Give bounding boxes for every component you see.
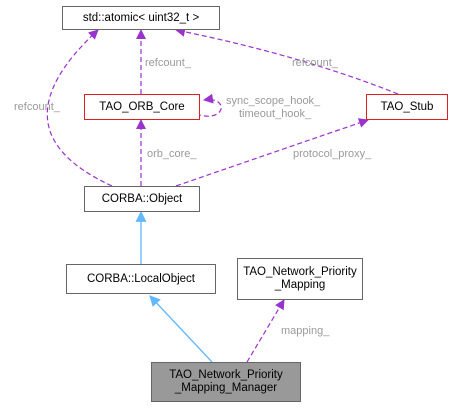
- node-tao-orb-core-label: TAO_ORB_Core: [99, 100, 185, 113]
- node-manager-line1: TAO_Network_Priority: [169, 369, 283, 381]
- node-tao-orb-core[interactable]: TAO_ORB_Core: [84, 94, 200, 120]
- edge-label-mapping: mapping_: [281, 325, 330, 337]
- edge-label-sync-scope-hook: sync_scope_hook_: [226, 95, 321, 107]
- node-corba-localobject-label: CORBA::LocalObject: [86, 272, 195, 285]
- edge-mapping: [246, 299, 285, 363]
- edge-label-refcount-object: refcount_: [14, 101, 60, 113]
- edge-protocol-proxy: [175, 118, 369, 187]
- edge-label-timeout-hook: timeout_hook_: [239, 108, 312, 120]
- edge-label-refcount-core: refcount_: [145, 57, 191, 69]
- node-corba-object[interactable]: CORBA::Object: [84, 186, 200, 212]
- edge-self-hooks: [195, 93, 222, 117]
- node-corba-object-label: CORBA::Object: [101, 192, 183, 205]
- edge-refcount-stub: [175, 26, 399, 95]
- node-std-atomic[interactable]: std::atomic< uint32_t >: [62, 6, 220, 30]
- node-tao-stub[interactable]: TAO_Stub: [366, 94, 448, 120]
- edge-label-orb-core: orb_core_: [147, 148, 197, 160]
- node-network-priority-mapping-line2: _Mapping: [274, 279, 326, 291]
- node-network-priority-mapping-manager[interactable]: TAO_Network_Priority _Mapping_Manager: [151, 362, 301, 402]
- edge-refcount-object: [46, 29, 113, 187]
- edge-manager-inherits-from-localobject: [149, 295, 213, 363]
- node-tao-stub-label: TAO_Stub: [380, 100, 434, 113]
- node-manager-line2: _Mapping_Manager: [174, 382, 278, 394]
- edge-label-protocol-proxy: protocol_proxy_: [293, 148, 372, 160]
- node-std-atomic-label: std::atomic< uint32_t >: [82, 11, 200, 24]
- node-corba-localobject[interactable]: CORBA::LocalObject: [66, 264, 216, 294]
- node-network-priority-mapping[interactable]: TAO_Network_Priority _Mapping: [237, 258, 363, 300]
- edge-label-refcount-stub: refcount_: [292, 57, 338, 69]
- node-network-priority-mapping-line1: TAO_Network_Priority: [243, 266, 357, 278]
